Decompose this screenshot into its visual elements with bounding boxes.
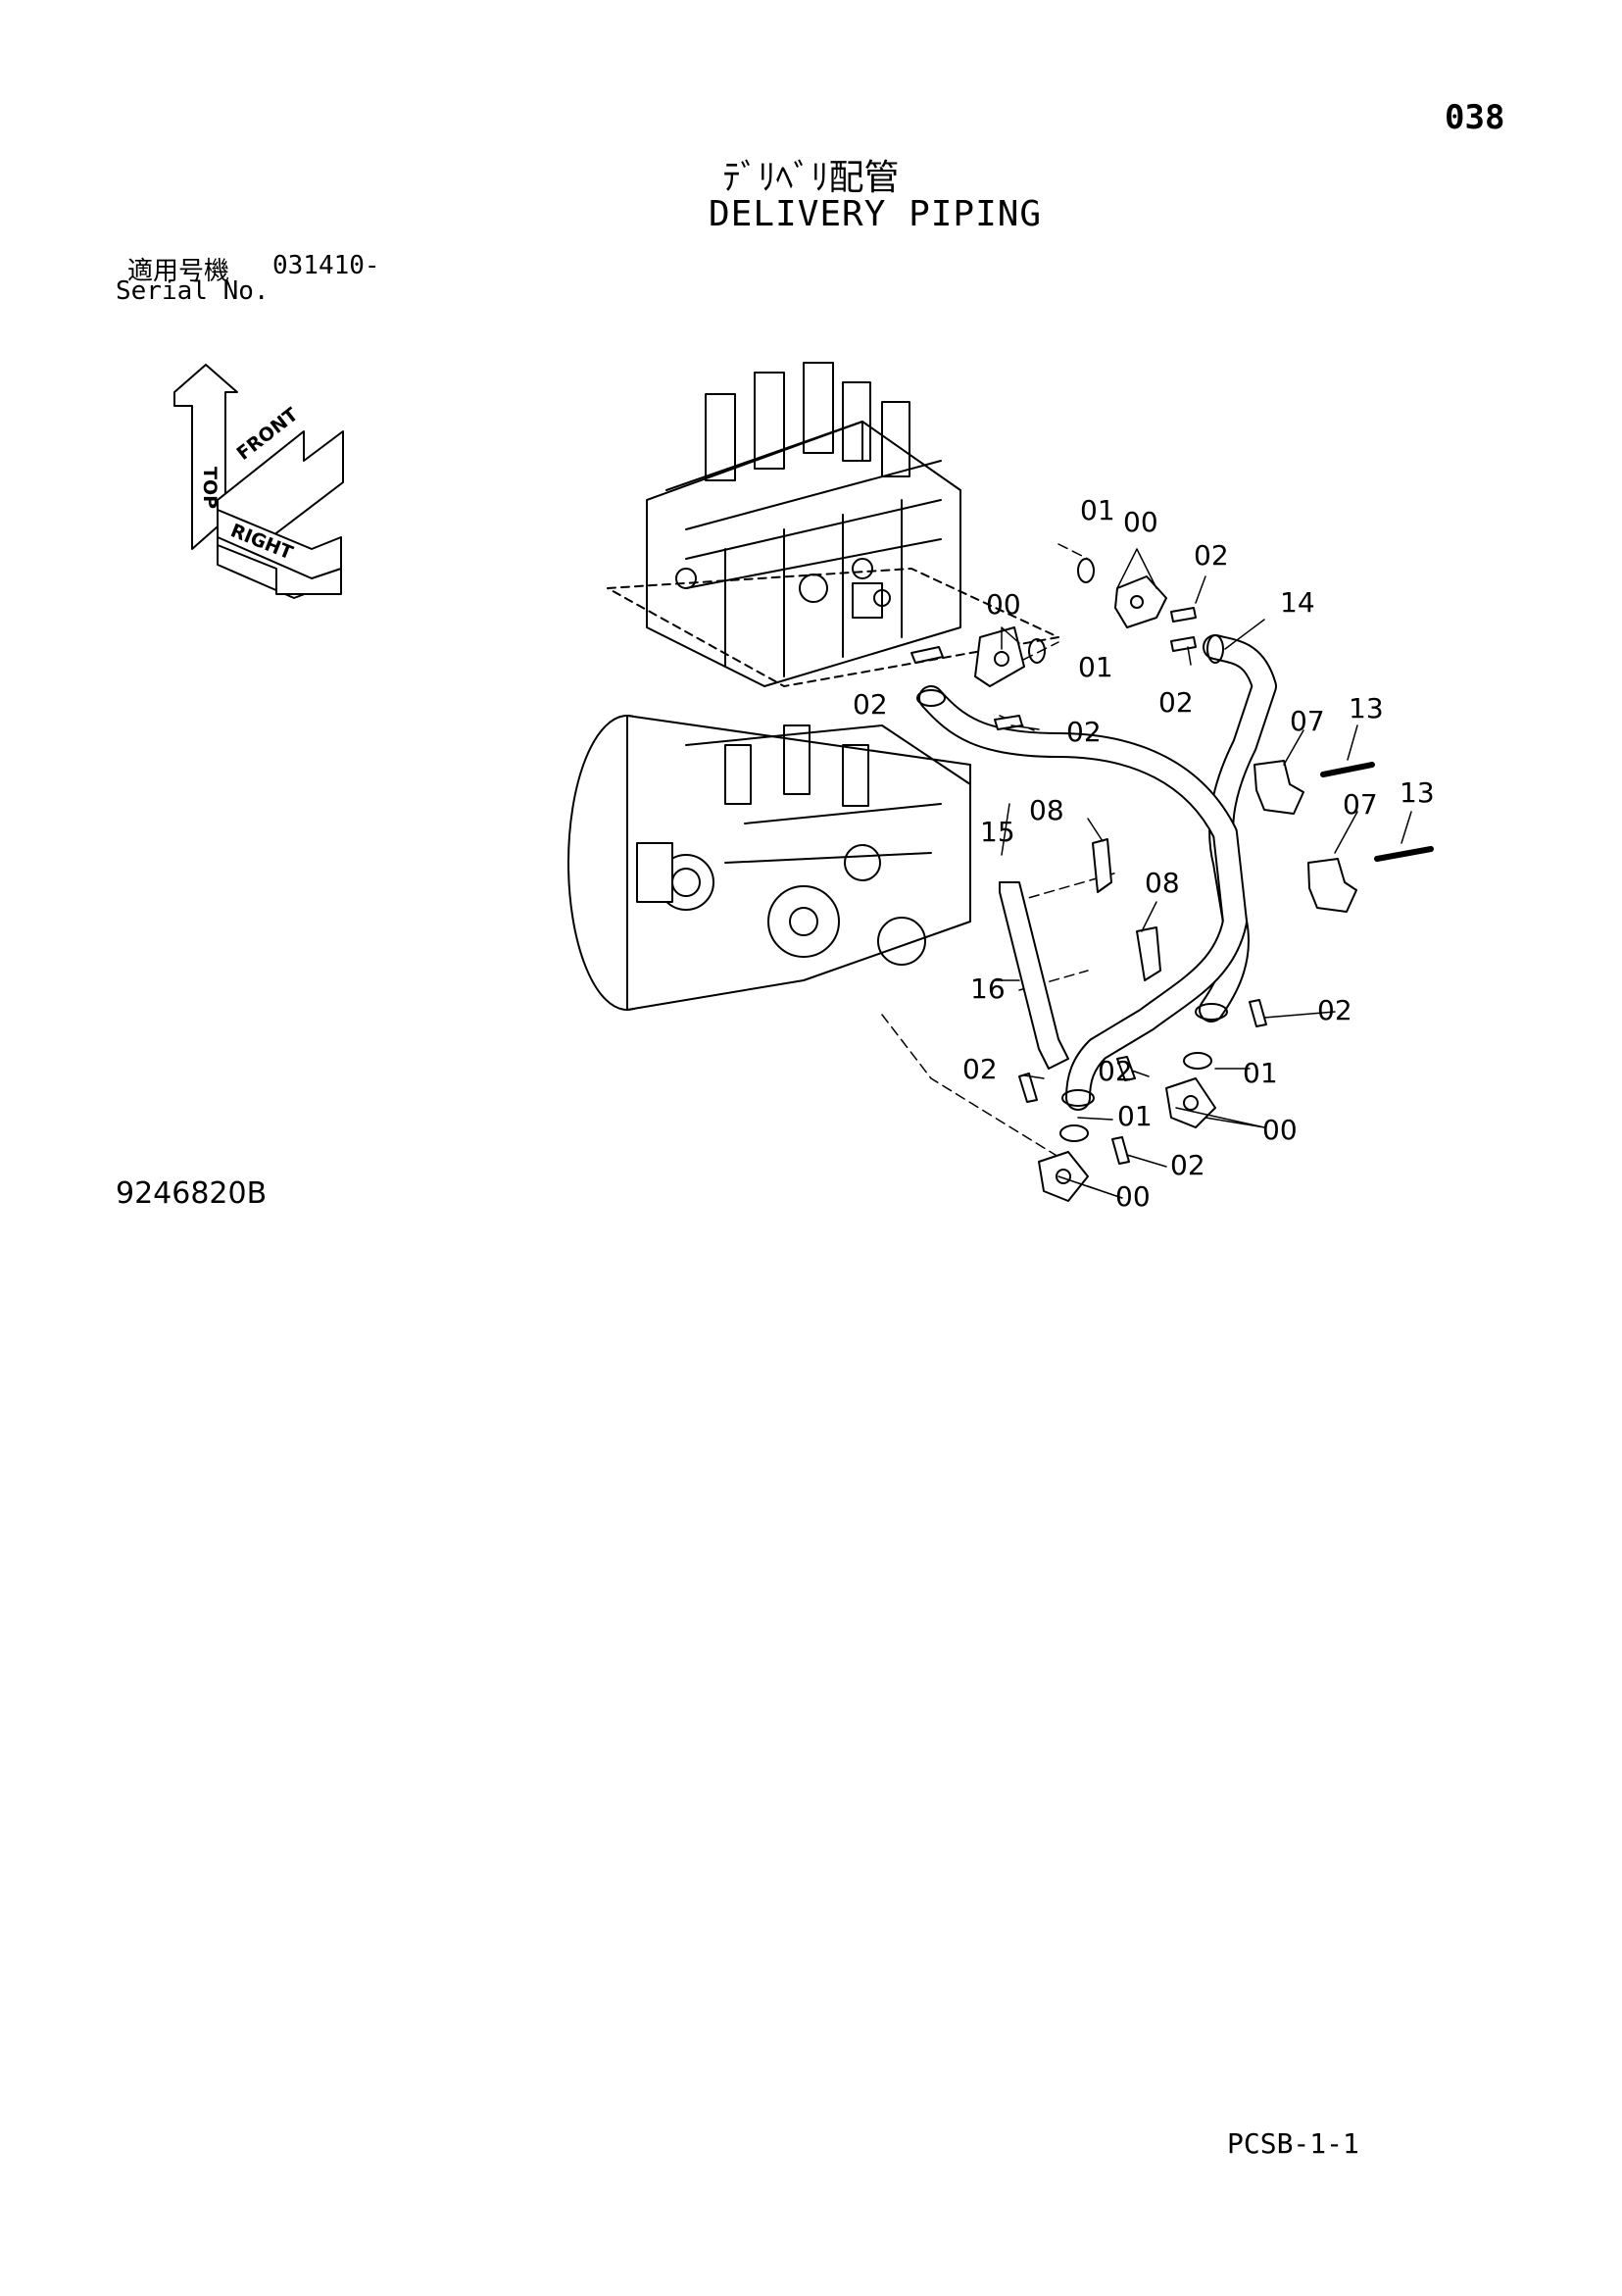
callout-02: 02 (1170, 1149, 1205, 1181)
callout-00: 00 (1115, 1180, 1151, 1213)
orientation-indicator: TOP FRONT RIGHT (173, 364, 344, 599)
callout-02: 02 (1194, 539, 1229, 572)
callout-02: 02 (853, 688, 888, 721)
callout-08: 08 (1029, 794, 1064, 826)
serial-value: 031410- (272, 251, 380, 280)
callout-00: 00 (1262, 1114, 1298, 1146)
callout-02: 02 (1158, 686, 1194, 719)
callout-15: 15 (980, 816, 1015, 848)
callout-14: 14 (1280, 586, 1315, 619)
callout-00: 00 (986, 588, 1021, 621)
serial-label-japanese: 適用号機 (127, 257, 230, 286)
callout-07: 07 (1343, 788, 1378, 821)
callout-13: 13 (1349, 692, 1384, 724)
orientation-top-label: TOP (199, 467, 221, 509)
callout-02: 02 (1098, 1055, 1133, 1087)
valve-base-outline (607, 568, 1059, 687)
right-arrow-lower-icon (217, 536, 342, 595)
callout-07: 07 (1290, 705, 1325, 737)
pump-drawing (567, 715, 971, 1011)
title-english: DELIVERY PIPING (709, 194, 1043, 234)
callout-02: 02 (1066, 716, 1102, 748)
callout-01: 01 (1117, 1100, 1153, 1132)
callout-00: 00 (1123, 506, 1158, 538)
serial-label-english: Serial No. (116, 276, 270, 306)
callout-08: 08 (1145, 867, 1180, 899)
callout-01: 01 (1243, 1057, 1278, 1089)
callout-01: 01 (1078, 651, 1113, 683)
bracket-plate (999, 881, 1069, 1070)
clamps-and-bolts (1092, 760, 1434, 981)
callout-02: 02 (1317, 994, 1352, 1026)
delivery-pipe-15 (916, 685, 1248, 1111)
control-valve-drawing (646, 362, 961, 687)
drawing-number: 9246820B (116, 1176, 268, 1211)
page-number: 038 (1445, 98, 1505, 137)
upper-flanges (910, 558, 1197, 730)
callout-labels: 01 00 02 14 00 01 02 02 02 07 13 07 13 1… (853, 494, 1435, 1213)
callout-01: 01 (1080, 494, 1115, 526)
footer-code: PCSB-1-1 (1227, 2127, 1359, 2160)
lower-flanges (1018, 999, 1267, 1202)
callout-13: 13 (1400, 776, 1435, 809)
title-japanese: ﾃﾞﾘﾍﾞﾘ配管 (722, 158, 900, 198)
callout-leaders (994, 548, 1412, 1199)
callout-02: 02 (962, 1053, 998, 1085)
callout-16: 16 (970, 973, 1006, 1005)
